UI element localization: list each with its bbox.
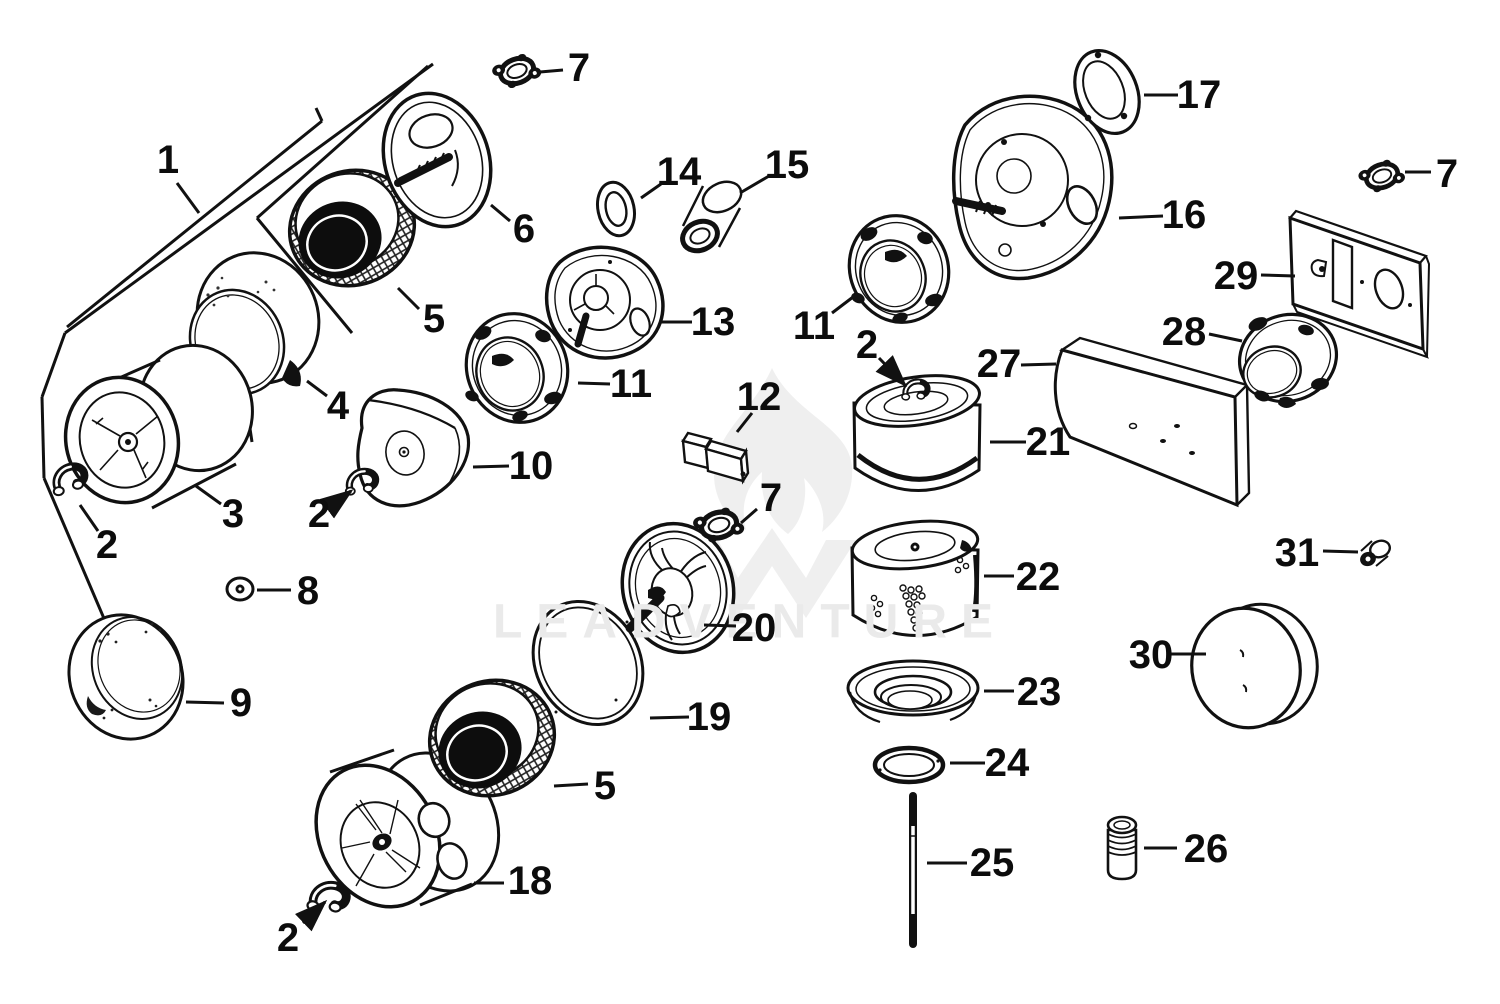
part-filter-element-mesh-top [287, 168, 417, 288]
part-cap-nut [1360, 539, 1391, 567]
callout-label: 22 [1016, 555, 1061, 599]
leader-line [295, 899, 328, 932]
part-element-ring-stippled [67, 613, 185, 741]
leader-line [739, 174, 770, 195]
part-base-plate [951, 94, 1114, 281]
leader-line [577, 381, 611, 386]
part-element-cup [846, 659, 980, 724]
leader-line [640, 182, 662, 200]
leader-line [78, 504, 100, 532]
part-mounting-block [1053, 336, 1251, 508]
callout-label: 8 [297, 569, 319, 613]
callout-label: 13 [691, 300, 736, 344]
leader-line [175, 182, 201, 214]
part-spacer-blocks [681, 431, 750, 485]
part-gasket-ring [531, 599, 645, 727]
callout-label: 28 [1162, 310, 1207, 354]
leader-line [306, 379, 328, 398]
part-clip-left [50, 465, 87, 496]
callout-label: 2 [277, 916, 299, 960]
part-gasket-ring-small [872, 745, 946, 785]
callout-label: 3 [222, 492, 244, 536]
part-cover-plate-stud [381, 91, 493, 229]
part-element-blotched-top [464, 312, 570, 424]
callout-label: 10 [509, 444, 554, 488]
leader-line [553, 782, 589, 788]
callout-label: 19 [687, 695, 732, 739]
leader-line [185, 700, 225, 705]
part-retainer-plate-wingbolt [620, 521, 736, 655]
part-element-blotched-right [847, 214, 951, 324]
part-threaded-adapter [1106, 815, 1138, 881]
callout-label: 23 [1017, 670, 1062, 714]
part-spacer-bushing [680, 180, 743, 254]
callout-label: 20 [732, 606, 777, 650]
leader-line [703, 623, 737, 628]
leader-line [319, 489, 354, 519]
callout-label: 14 [657, 150, 702, 194]
callout-label: 5 [423, 297, 445, 341]
callout-label: 16 [1162, 193, 1207, 237]
callout-label: 30 [1129, 633, 1174, 677]
part-element-blotched-far-right [1237, 312, 1339, 408]
callout-label: 4 [327, 384, 350, 428]
part-washer-small [225, 576, 255, 602]
callout-label: 31 [1275, 531, 1320, 575]
leader-line [735, 412, 754, 433]
callout-label: 6 [513, 207, 535, 251]
part-clip-bottom [307, 881, 349, 917]
leader-line [1118, 214, 1164, 220]
callout-label: 2 [96, 523, 118, 567]
callout-label: 24 [985, 741, 1030, 785]
callout-label: 7 [760, 476, 782, 520]
callout-label: 15 [765, 143, 810, 187]
part-gasket-oval [1073, 48, 1141, 136]
callout-label: 26 [1184, 827, 1229, 871]
leader-line [396, 286, 421, 311]
callout-label: 17 [1177, 73, 1222, 117]
part-filter-element-granule [850, 519, 980, 637]
callout-label: 27 [977, 342, 1022, 386]
part-filter-canister [852, 374, 982, 492]
leader-line [472, 464, 510, 469]
watermark-text: LEADVENTURE [493, 596, 1007, 649]
leader-line [490, 203, 511, 223]
callout-label: 21 [1026, 420, 1071, 464]
leader-line [1020, 362, 1057, 367]
callout-label: 2 [856, 323, 878, 367]
callout-label: 29 [1214, 254, 1259, 298]
callout-label: 7 [1436, 152, 1458, 196]
callout-label: 7 [568, 46, 590, 90]
callout-label: 12 [737, 375, 782, 419]
part-adapter-plate [544, 245, 665, 360]
callout-label: 2 [308, 492, 330, 536]
part-cover-drum [63, 343, 254, 510]
callout-label: 11 [610, 362, 652, 406]
part-clamp-right [1356, 156, 1406, 197]
callout-label: 1 [157, 138, 179, 182]
callout-label: 5 [594, 764, 616, 808]
callout-label: 25 [970, 841, 1015, 885]
leader-line [195, 484, 222, 506]
leader-line [1322, 549, 1359, 554]
part-housing-drum [314, 748, 501, 909]
leader-line [740, 507, 758, 525]
part-round-cover [1190, 602, 1319, 730]
leader-line [1208, 332, 1243, 343]
callout-label: 11 [793, 304, 835, 348]
leader-line [831, 292, 858, 315]
leader-line [539, 68, 564, 74]
part-clamp-top [490, 50, 543, 93]
leader-line [1260, 273, 1296, 278]
callout-label: 18 [508, 859, 553, 903]
part-stud-rod [909, 792, 917, 948]
leader-line [649, 715, 690, 720]
callout-label: 9 [230, 681, 252, 725]
leader-line [875, 355, 908, 388]
part-washer-ring [596, 180, 636, 238]
part-filter-element-mesh-bottom [427, 678, 557, 798]
